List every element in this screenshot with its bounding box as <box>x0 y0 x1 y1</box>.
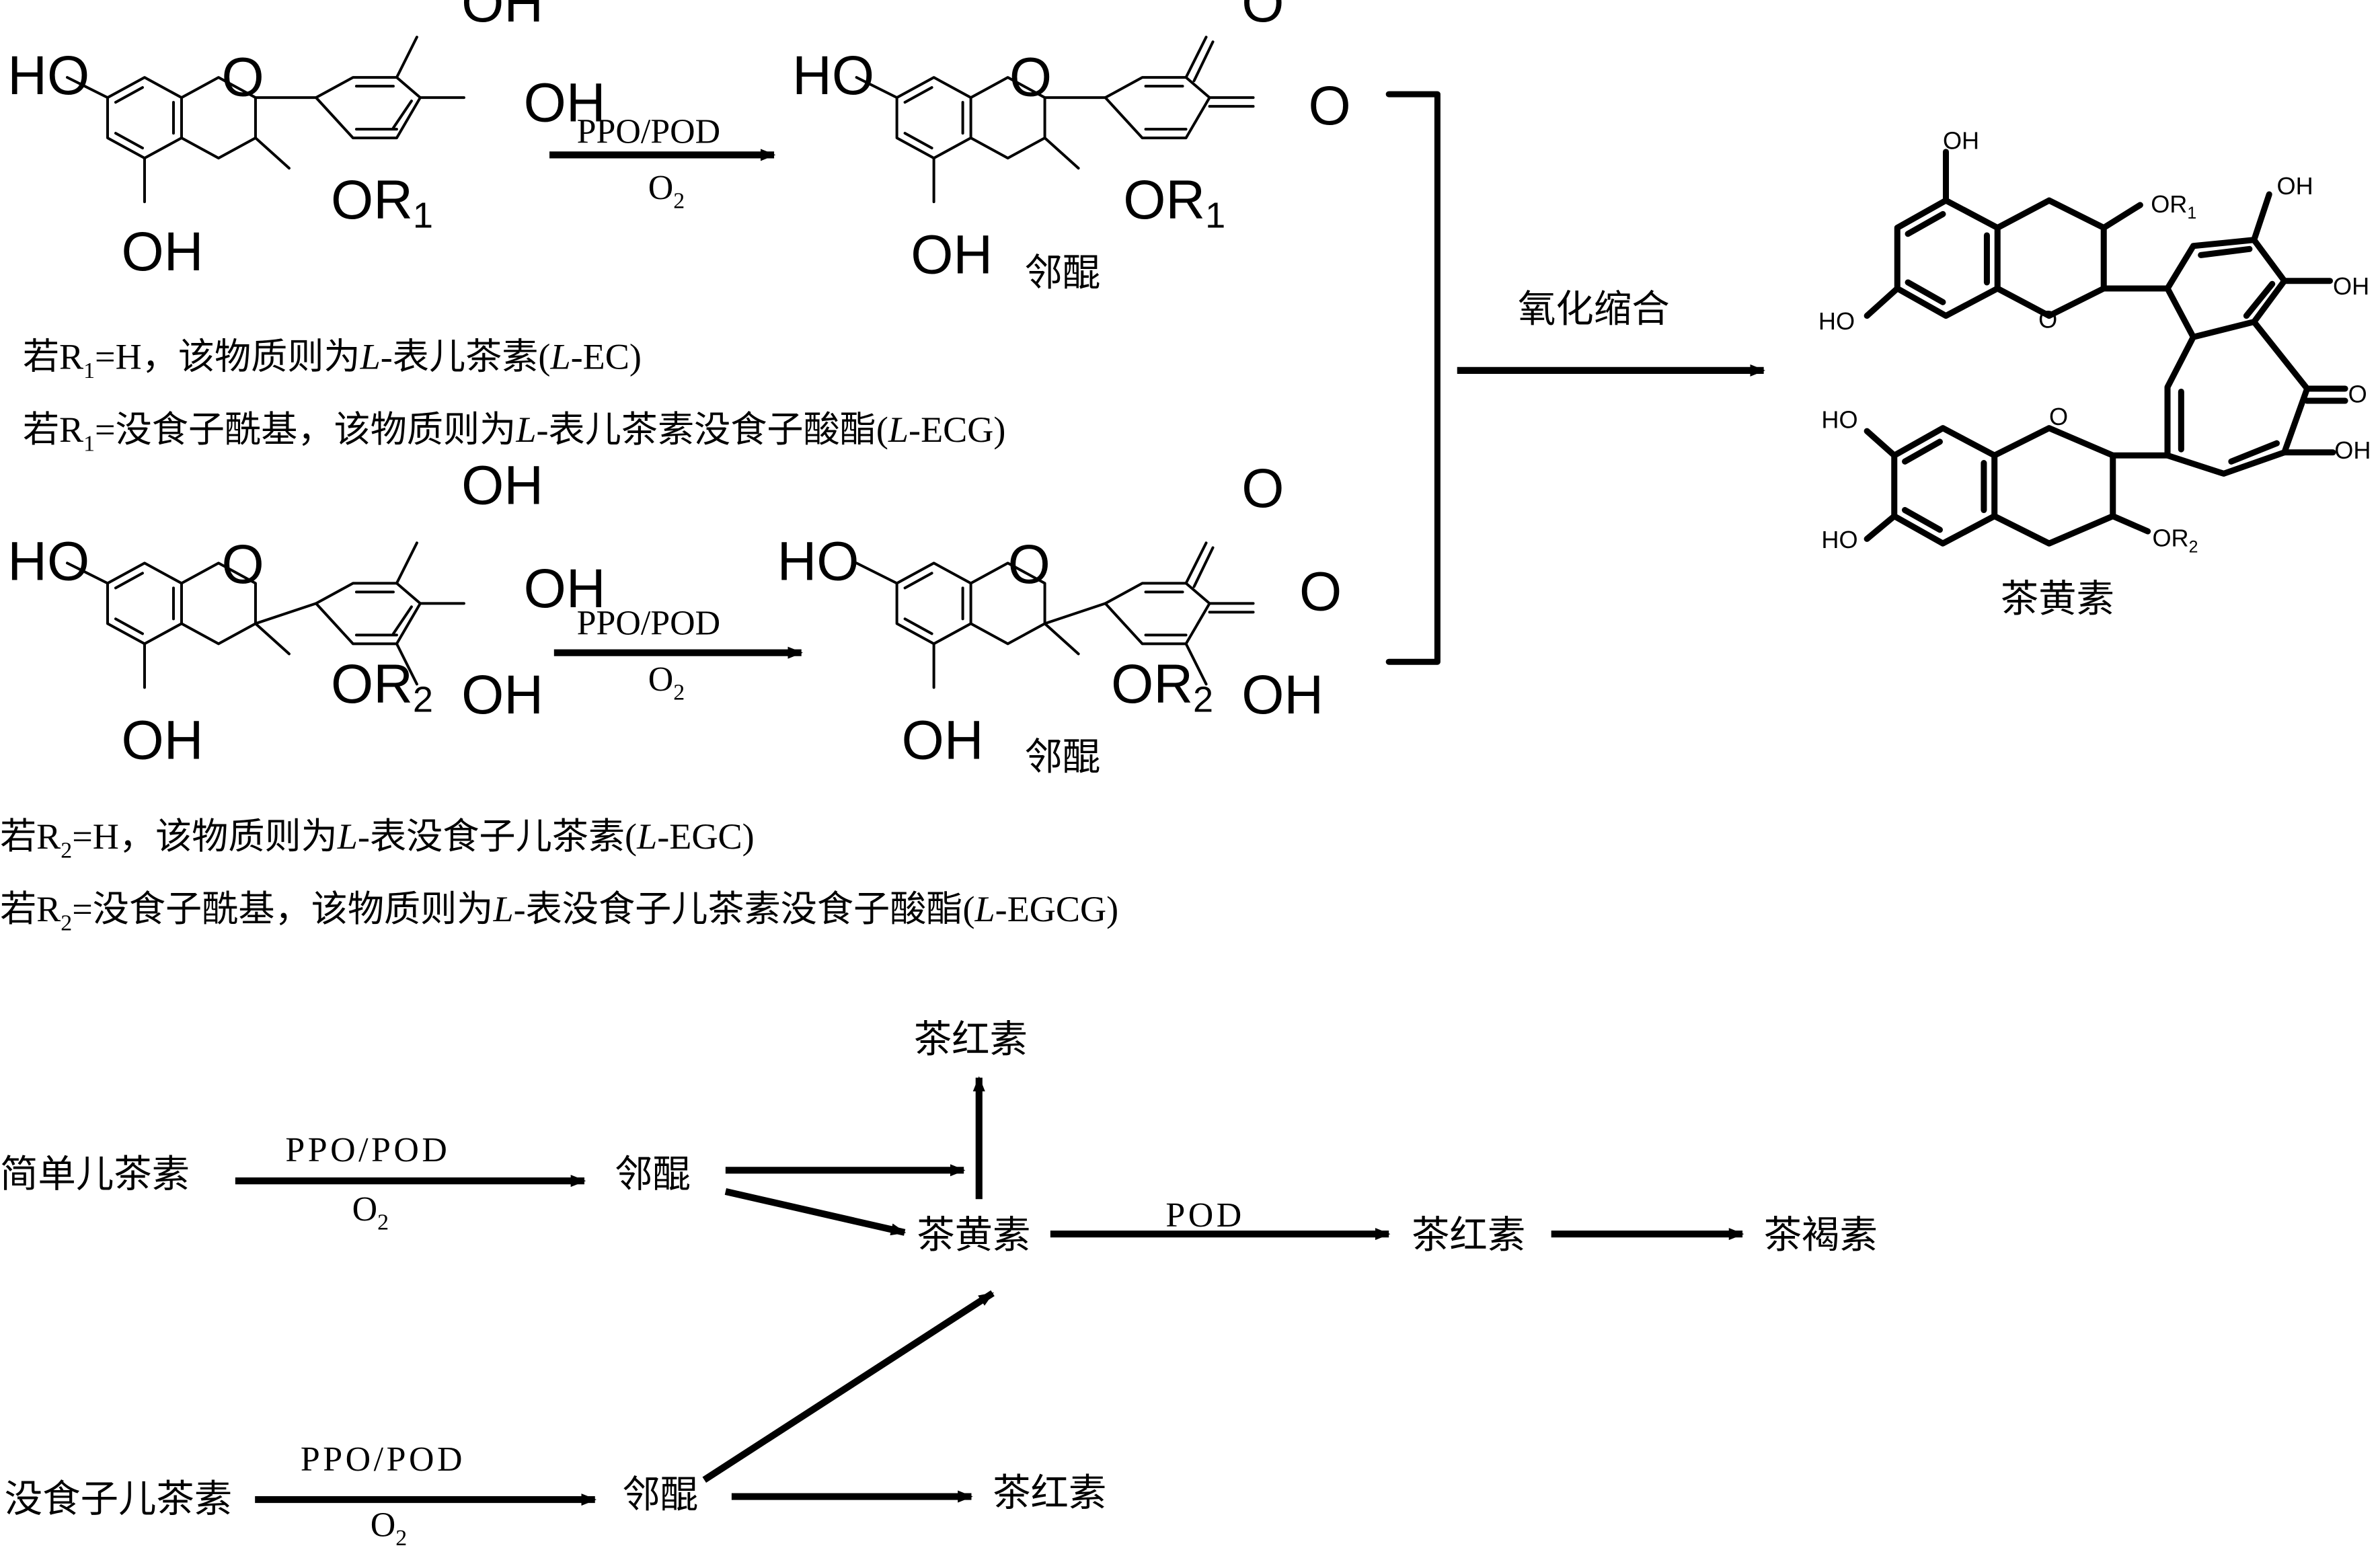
pathway-theabrownin: 茶褐素 <box>1764 1214 1878 1256</box>
o2-label-1: O2 <box>648 169 685 214</box>
ec-oh-5: OH <box>122 221 204 282</box>
eq-or1: OR1 <box>1123 169 1225 236</box>
tf-or1: OR1 <box>2151 190 2196 223</box>
pathway-reagent-2: PPO/POD <box>301 1440 465 1479</box>
pathway-theaflavin: 茶黄素 <box>917 1214 1030 1256</box>
egc-quinone-structure <box>855 541 1255 689</box>
egc-or2: OR2 <box>331 654 433 720</box>
egc-oh-4p: OH <box>524 558 606 619</box>
pathway-reagent-1: PPO/POD <box>285 1131 450 1169</box>
pathway-simple-catechin: 简单儿茶素 <box>0 1154 190 1196</box>
egc-oh-3p: OH <box>461 455 543 516</box>
pathway-thearubigin-mid: 茶红素 <box>1412 1214 1525 1256</box>
pathway-quinone-1: 邻醌 <box>615 1154 691 1196</box>
egq-or2: OR2 <box>1111 654 1213 720</box>
condensation-label: 氧化缩合 <box>1518 289 1670 331</box>
egc-ho-7: HO <box>7 531 89 592</box>
tf-ho-7a: HO <box>1818 307 1855 335</box>
tf-ho-6b: HO <box>1821 406 1857 434</box>
note-ec: 若R1=H，该物质则为L-表儿茶素(L-EC) <box>23 337 642 384</box>
tf-ho-7b: HO <box>1821 526 1857 553</box>
ec-or1: OR1 <box>331 169 433 236</box>
eq-ho-7: HO <box>792 45 874 106</box>
catechin-egc-structure <box>65 541 465 689</box>
tf-oh-bz1: OH <box>2277 172 2313 200</box>
egc-ring-o: O <box>222 534 264 595</box>
egq-oh-5: OH <box>902 710 984 771</box>
egq-keto-o-3p: O <box>1241 458 1284 519</box>
reagent-ppo-pod-2: PPO/POD <box>577 605 720 643</box>
tf-oh-bz2: OH <box>2333 272 2369 300</box>
pathway-gallo-catechin: 没食子儿茶素 <box>5 1479 232 1520</box>
egq-keto-o-4p: O <box>1299 561 1342 622</box>
egq-oh-5p: OH <box>1241 664 1323 726</box>
pathway-quinone-2: 邻醌 <box>622 1474 698 1516</box>
tf-ring-o-b: O <box>2049 403 2068 430</box>
egq-ho-7: HO <box>777 531 859 592</box>
pathway-o2-1: O2 <box>352 1190 389 1235</box>
arrow-quinone1-to-theaflavin <box>724 1188 907 1236</box>
eq-oh-5: OH <box>911 224 993 285</box>
ec-oh-3p: OH <box>461 0 543 34</box>
ec-quinone-label: 邻醌 <box>1024 252 1100 294</box>
catechin-ec-structure <box>65 36 465 204</box>
note-egc: 若R2=H，该物质则为L-表没食子儿茶素(L-EGC) <box>0 816 755 863</box>
pathway-pod: POD <box>1165 1196 1244 1235</box>
egc-quinone-label: 邻醌 <box>1024 736 1100 778</box>
pathway-thearubigin-bottom: 茶红素 <box>993 1473 1106 1514</box>
theaflavin-label: 茶黄素 <box>2001 579 2114 621</box>
tf-keto-o: O <box>2348 380 2367 407</box>
eq-keto-o-4p: O <box>1309 75 1351 137</box>
combine-bracket <box>1385 91 1441 665</box>
reagent-ppo-pod-1: PPO/POD <box>577 112 720 151</box>
egc-oh-5p: OH <box>461 664 543 726</box>
tf-oh-tropolone: OH <box>2334 436 2371 464</box>
arrow-quinone2-to-theaflavin <box>702 1290 995 1483</box>
egq-ring-o: O <box>1008 534 1050 595</box>
tf-or2: OR2 <box>2152 525 2198 557</box>
ec-quinone-structure <box>855 36 1255 204</box>
eq-keto-o-3p: O <box>1241 0 1284 34</box>
tf-oh-5a: OH <box>1943 126 1979 154</box>
eq-ring-o: O <box>1009 46 1052 108</box>
note-egcg: 若R2=没食子酰基，该物质则为L-表没食子儿茶素没食子酸酯(L-EGCG) <box>0 889 1118 936</box>
o2-label-2: O2 <box>648 660 685 705</box>
pathway-thearubigin-top: 茶红素 <box>914 1019 1028 1060</box>
ec-ring-o: O <box>222 46 264 108</box>
note-ecg: 若R1=没食子酰基，该物质则为L-表儿茶素没食子酸酯(L-ECG) <box>23 410 1006 457</box>
theaflavin-structure <box>1864 149 2348 547</box>
egc-oh-5: OH <box>122 710 204 771</box>
ec-ho-7: HO <box>7 45 89 106</box>
tf-ring-o-a: O <box>2038 306 2057 334</box>
ec-oh-4p: OH <box>524 73 606 134</box>
pathway-o2-2: O2 <box>371 1506 407 1551</box>
